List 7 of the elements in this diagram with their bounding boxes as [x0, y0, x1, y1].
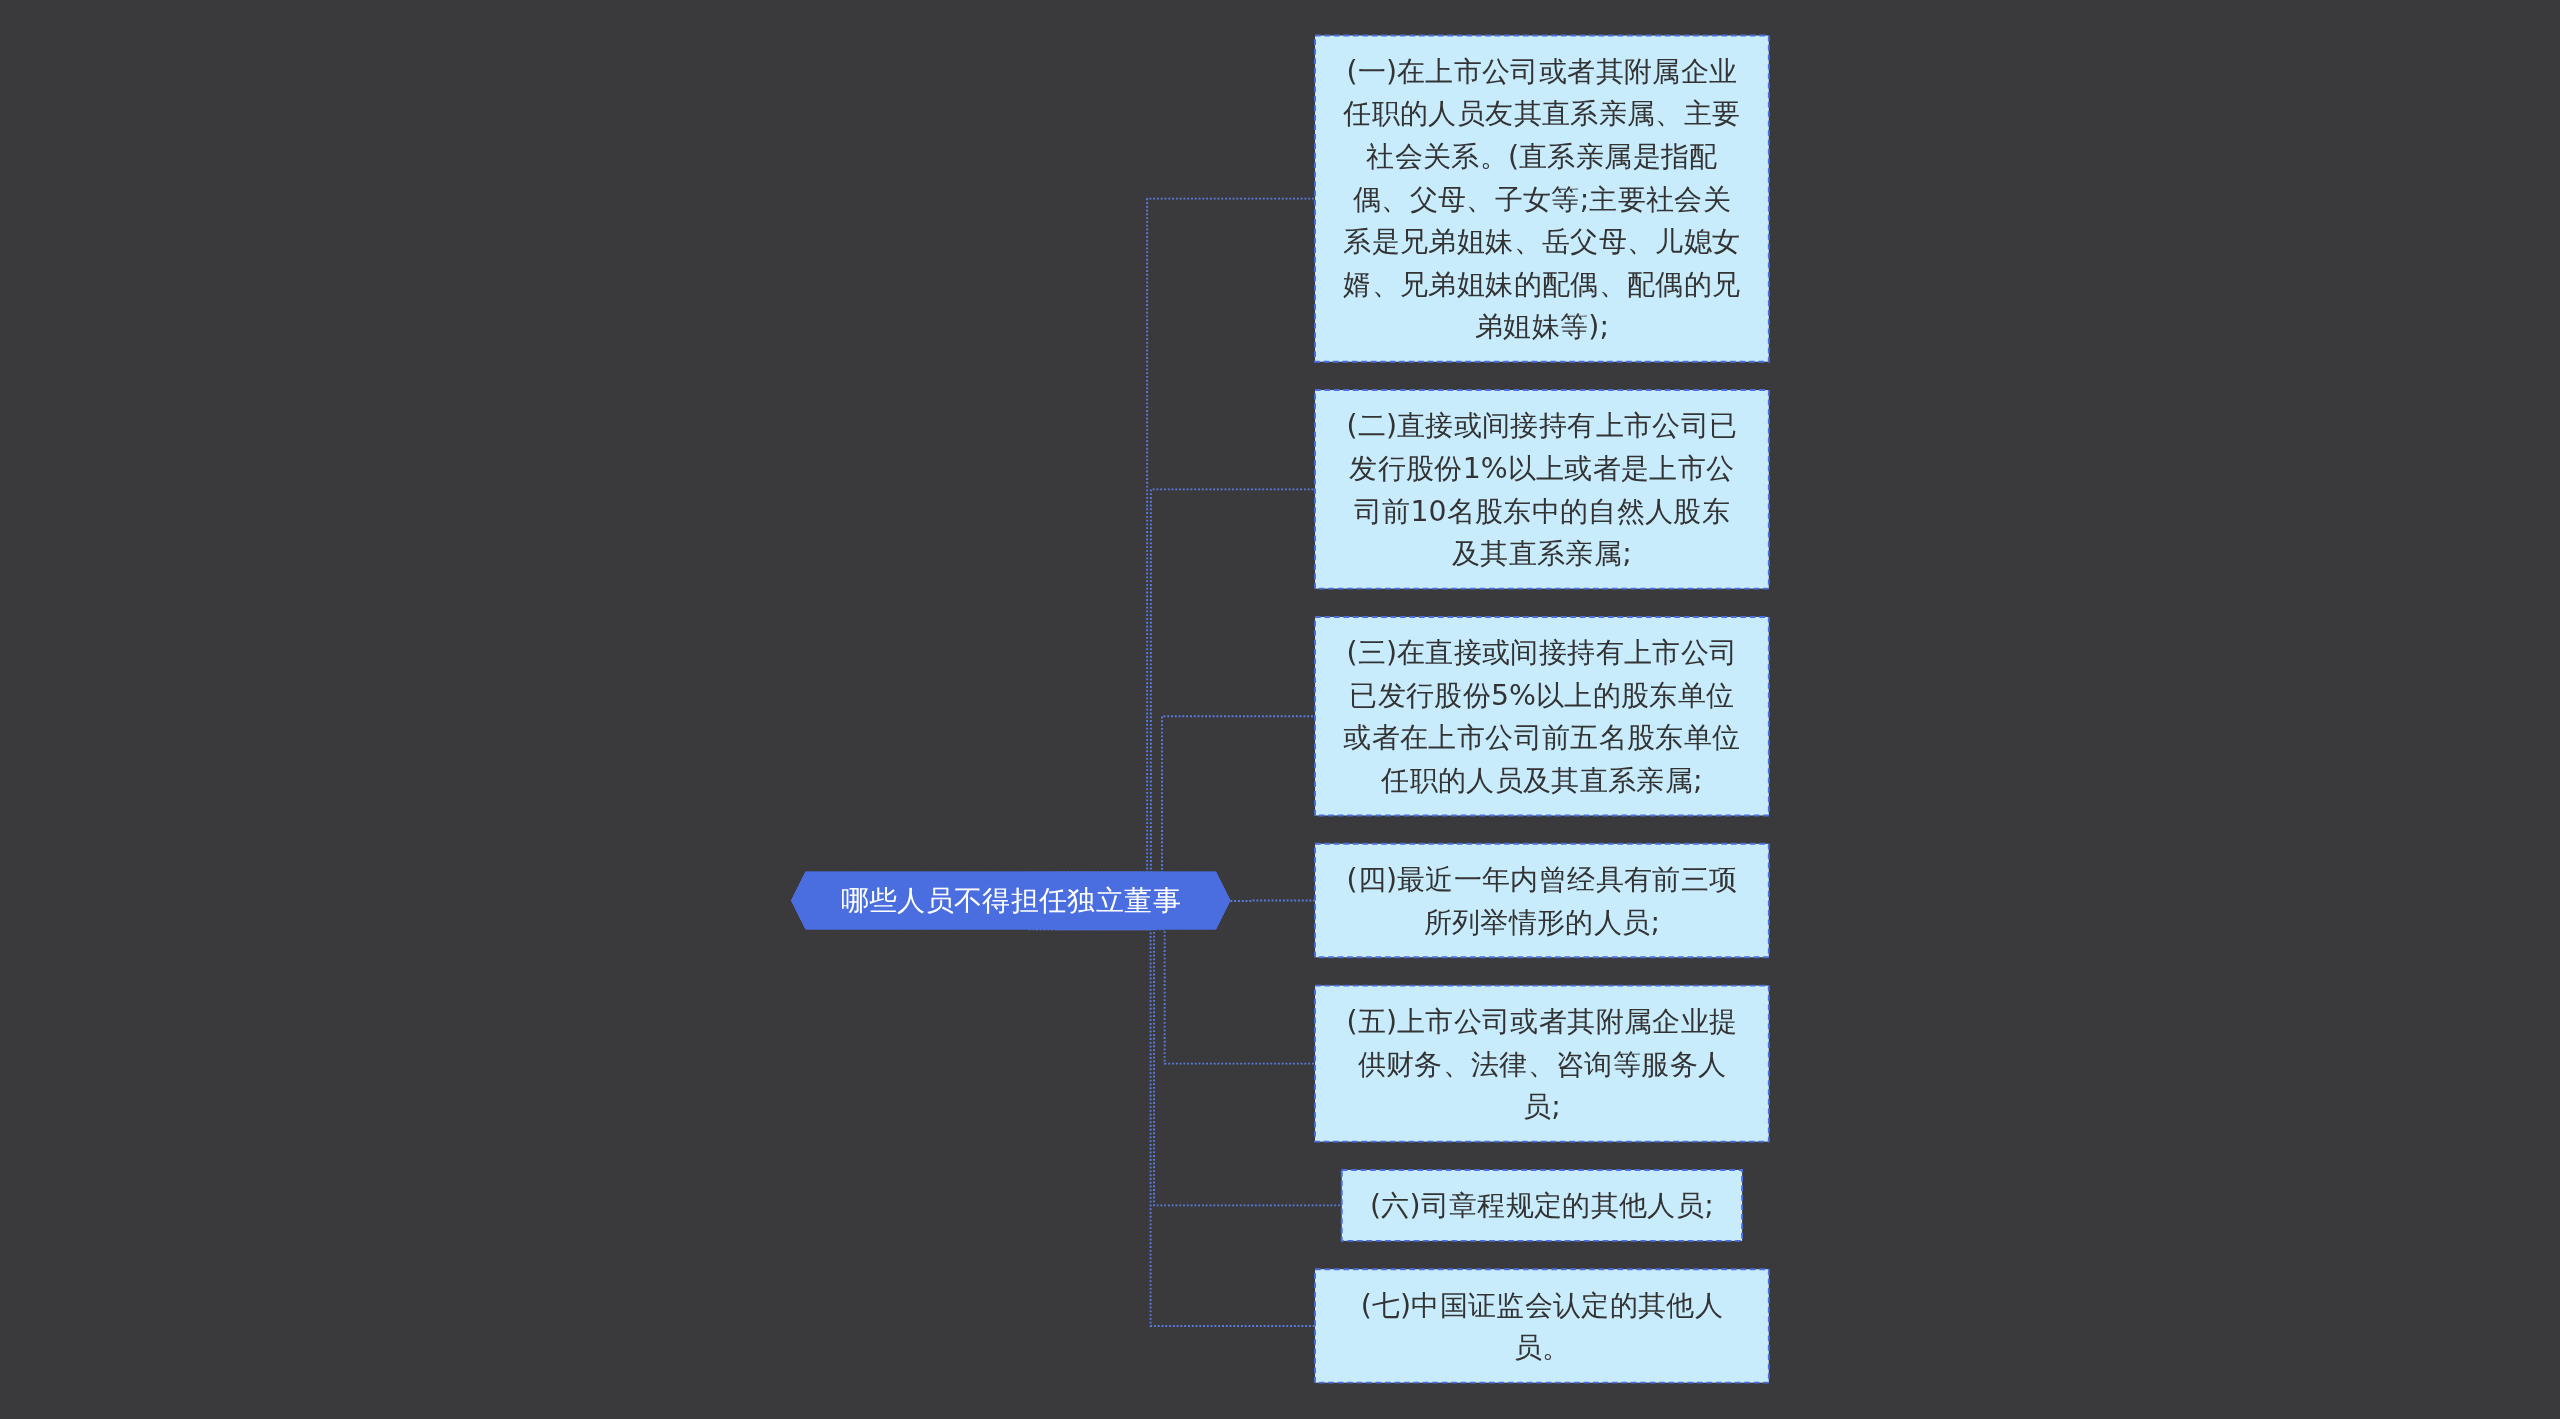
- node-box: (六)司章程规定的其他人员;: [1340, 1169, 1743, 1243]
- node-box: (三)在直接或间接持有上市公司已发行股份5%以上的股东单位或者在上市公司前五名股东单位任职的人员及其直系亲属;: [1313, 616, 1770, 817]
- node-box: (二)直接或间接持有上市公司已发行股份1%以上或者是上市公司前10名股东中的自然人股东及其直系亲属;: [1313, 389, 1770, 590]
- node-box: (一)在上市公司或者其附属企业任职的人员友其直系亲属、主要社会关系。(直系亲属是指配偶、父母、子女等;主要社会关系是兄弟姐妹、岳父母、儿媳女婿、兄弟姐妹的配偶、配偶的兄弟姐妹等);: [1313, 35, 1770, 364]
- node-box: (五)上市公司或者其附属企业提供财务、法律、咨询等服务人员;: [1313, 985, 1770, 1143]
- node-box: (四)最近一年内曾经具有前三项所列举情形的人员;: [1313, 843, 1770, 959]
- node-box: (七)中国证监会认定的其他人员。: [1313, 1268, 1770, 1384]
